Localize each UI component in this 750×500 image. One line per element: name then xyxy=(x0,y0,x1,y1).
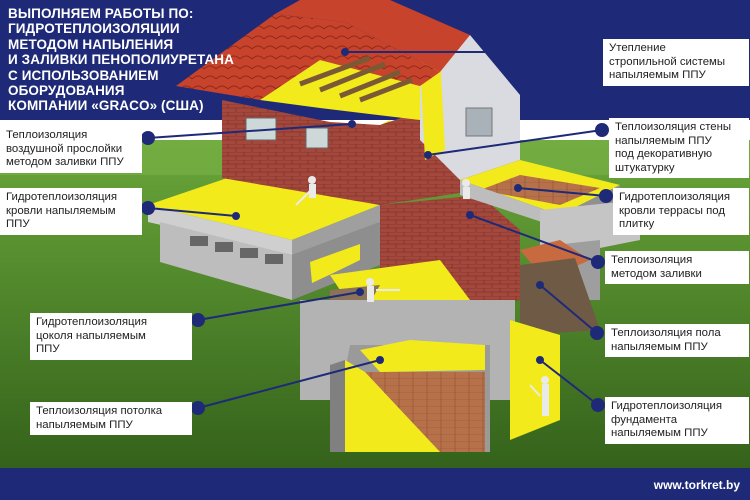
footer-bar xyxy=(0,468,750,500)
worker-plinth xyxy=(366,278,400,302)
callout-roof-rafters: Утепление стропильной системы напыляемым… xyxy=(603,39,749,86)
callout-plinth: Гидротеплоизоляция цоколя напыляемым ППУ xyxy=(30,313,192,360)
callout-wall-plaster: Теплоизоляция стены напыляемым ППУ под д… xyxy=(609,118,749,178)
roof-rafter-foam xyxy=(260,60,420,120)
callout-air-gap: Теплоизоляция воздушной прослойки методо… xyxy=(0,126,142,173)
headline-line: оборудования xyxy=(8,83,125,99)
headline-line: и заливки пенополиуретана xyxy=(8,52,234,68)
callout-floor: Теплоизоляция пола напыляемым ППУ xyxy=(605,324,749,357)
flat-roof-foam xyxy=(148,175,380,240)
ceiling-foam xyxy=(360,340,485,372)
tile-roof xyxy=(176,14,440,100)
callout-terrace-roof: Гидротеплоизоляция кровли террасы под пл… xyxy=(613,188,749,235)
worker-terrace xyxy=(462,179,470,199)
headline-line: компании «GRACO» (США) xyxy=(8,98,204,114)
headline: Выполняем работы по: гидротеплоизоляции … xyxy=(8,6,253,114)
headline-line: гидротеплоизоляции xyxy=(8,21,180,37)
headline-line: Выполняем работы по: xyxy=(8,6,194,21)
headline-line: методом напыления xyxy=(8,36,174,52)
callout-flat-roof: Гидротеплоизоляция кровли напыляемым ППУ xyxy=(0,188,142,235)
headline-line: с использованием xyxy=(8,67,159,83)
foundation-foam xyxy=(510,320,560,440)
website-link[interactable]: www.torkret.by xyxy=(653,478,740,492)
worker-roof xyxy=(295,176,316,206)
callout-pour-method: Теплоизоляция методом заливки xyxy=(605,251,749,284)
callout-ceiling: Теплоизоляция потолка напыляемым ППУ xyxy=(30,402,192,435)
callout-foundation: Гидротеплоизоляция фундамента напыляемым… xyxy=(605,397,749,444)
worker-foundation xyxy=(529,376,549,416)
